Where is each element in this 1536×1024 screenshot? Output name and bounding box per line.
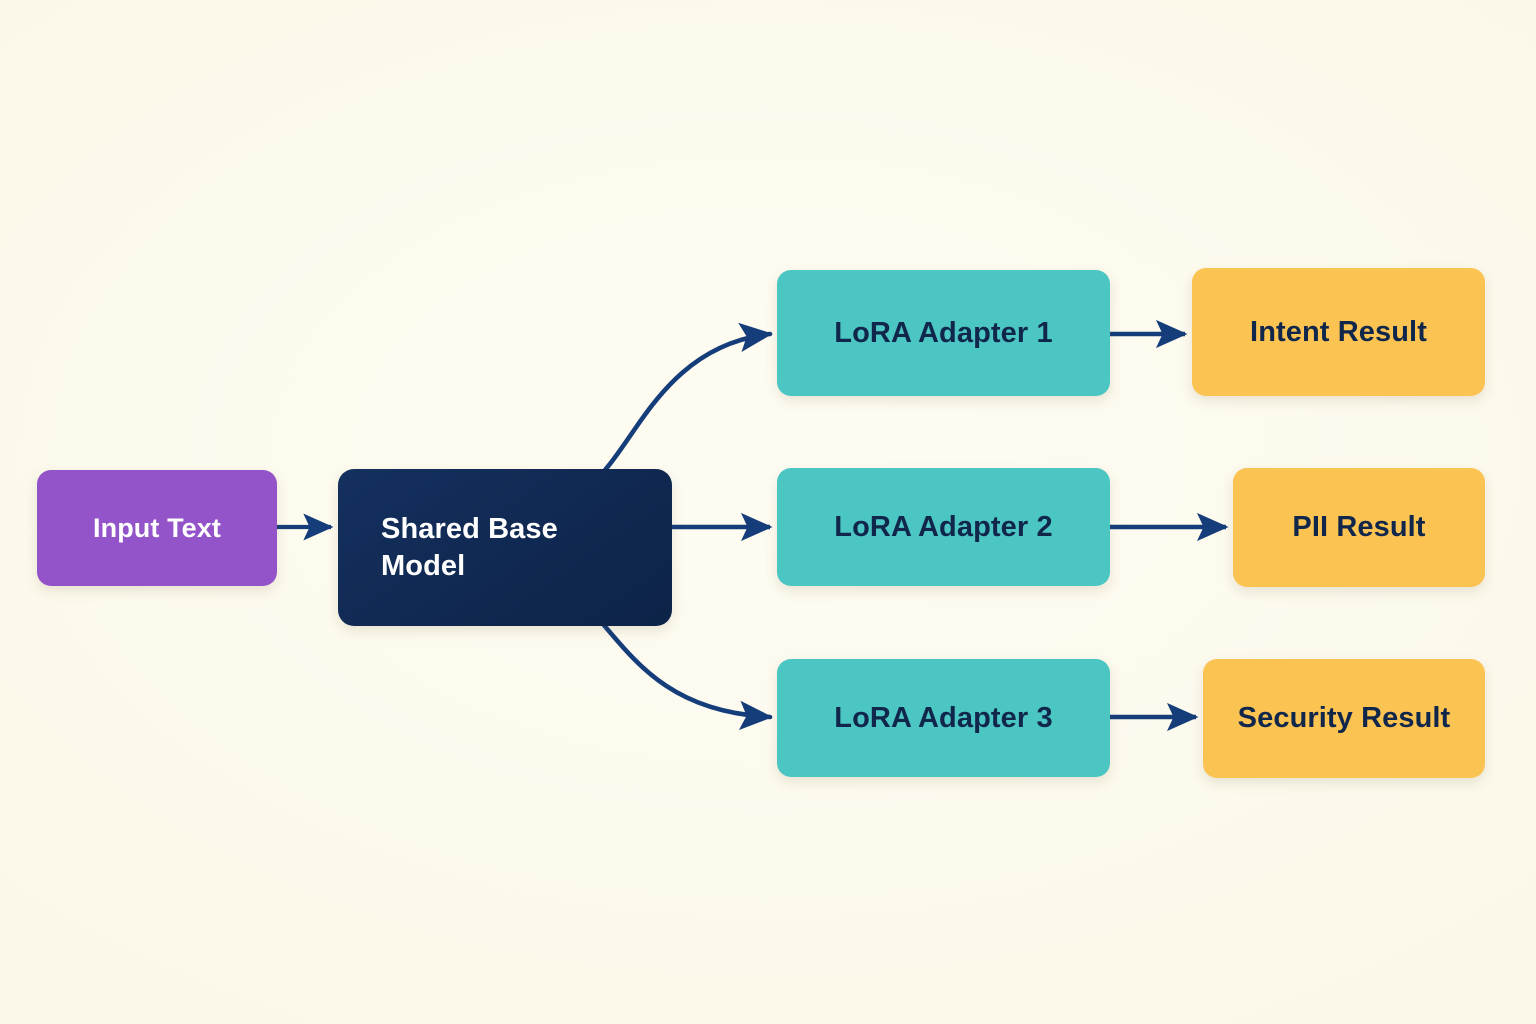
node-pii-result-label: PII Result [1292, 511, 1426, 544]
node-shared-base-model[interactable]: Shared Base Model [338, 469, 672, 626]
node-pii-result[interactable]: PII Result [1233, 468, 1485, 587]
node-lora-adapter-3[interactable]: LoRA Adapter 3 [777, 659, 1110, 777]
node-security-result-label: Security Result [1237, 702, 1451, 735]
node-shared-base-model-label: Shared Base Model [381, 512, 558, 582]
node-intent-result[interactable]: Intent Result [1192, 268, 1485, 396]
node-lora-adapter-3-label: LoRA Adapter 3 [834, 701, 1053, 734]
node-lora-adapter-2[interactable]: LoRA Adapter 2 [777, 468, 1110, 586]
node-lora-adapter-2-label: LoRA Adapter 2 [834, 510, 1053, 543]
node-input-text-label: Input Text [93, 512, 221, 543]
node-lora-adapter-1-label: LoRA Adapter 1 [834, 316, 1053, 349]
node-lora-adapter-1[interactable]: LoRA Adapter 1 [777, 270, 1110, 396]
node-input-text[interactable]: Input Text [37, 470, 277, 586]
node-security-result[interactable]: Security Result [1203, 659, 1485, 778]
node-intent-result-label: Intent Result [1250, 315, 1427, 348]
